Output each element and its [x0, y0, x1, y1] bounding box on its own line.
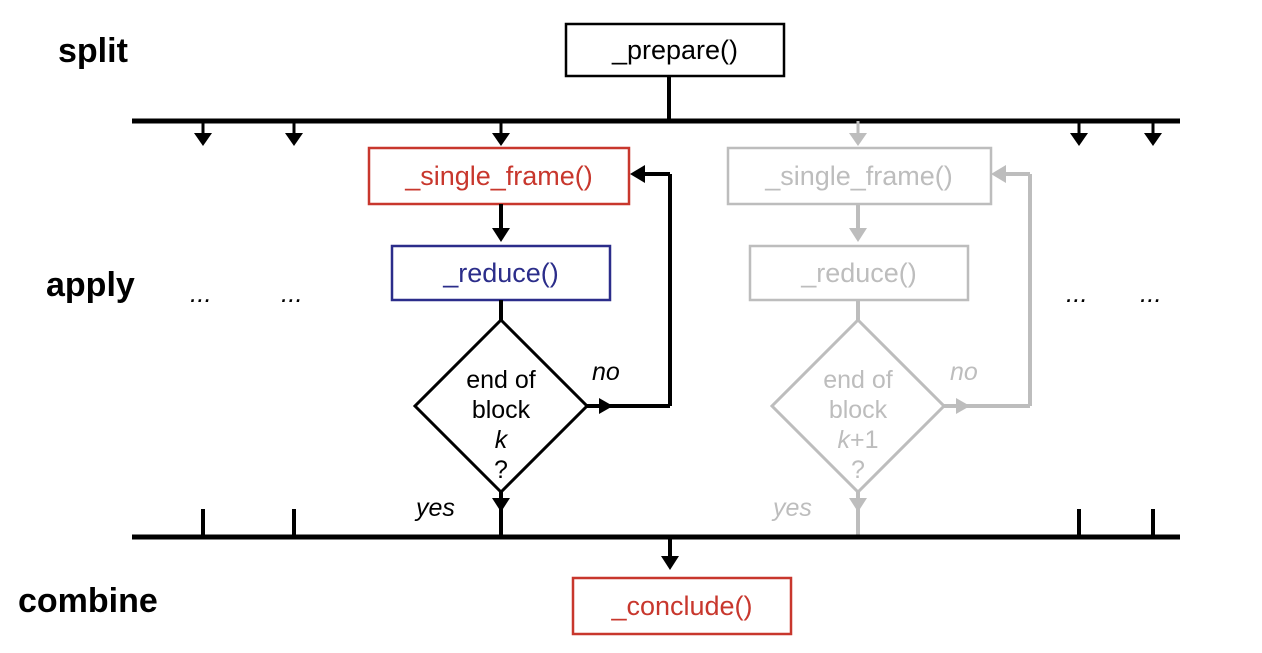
reduce-label-next: _reduce()	[800, 258, 917, 288]
decision-k-var: k	[495, 426, 509, 454]
prepare-box-label: _prepare()	[611, 35, 738, 65]
decision-k1-var: k+1	[837, 426, 878, 454]
block-k: _single_frame() _reduce() end of block k…	[367, 146, 672, 536]
decision-k1-var-name: k	[837, 426, 851, 454]
edge-label-yes-next: yes	[771, 494, 812, 522]
single-frame-label-next: _single_frame()	[764, 161, 953, 191]
ellipsis-2: ...	[281, 278, 303, 308]
block-k-plus-1: _single_frame() _reduce() end of block k…	[726, 146, 1032, 536]
decision-k1-line2: block	[829, 396, 888, 424]
single-frame-label: _single_frame()	[404, 161, 593, 191]
decision-k1-var-suffix: +1	[850, 426, 879, 454]
decision-k-line1: end of	[466, 366, 536, 394]
ellipsis-4: ...	[1140, 278, 1162, 308]
decision-k-q: ?	[494, 456, 508, 484]
ellipsis-3: ...	[1066, 278, 1088, 308]
single-frame-box-next	[726, 146, 993, 206]
reduce-box-next	[748, 244, 970, 302]
conclude-box: _conclude()	[571, 576, 793, 636]
stage-label-split: split	[58, 32, 128, 70]
decision-k-var-name: k	[495, 426, 509, 454]
split-arrows	[194, 121, 1162, 146]
combine-ticks	[201, 509, 1155, 537]
decision-k-line2: block	[472, 396, 531, 424]
decision-k1-line1: end of	[823, 366, 893, 394]
ellipsis-1: ...	[190, 278, 212, 308]
edge-label-no-next: no	[950, 358, 978, 386]
edge-label-no: no	[592, 358, 620, 386]
stage-label-combine: combine	[18, 582, 158, 620]
edge-label-yes: yes	[414, 494, 455, 522]
reduce-label: _reduce()	[442, 258, 559, 288]
split-arrow-gray	[849, 121, 867, 146]
stage-label-apply: apply	[46, 266, 135, 304]
conclude-box-label: _conclude()	[610, 591, 752, 621]
decision-k1-q: ?	[851, 456, 865, 484]
prepare-box: _prepare()	[564, 22, 786, 78]
